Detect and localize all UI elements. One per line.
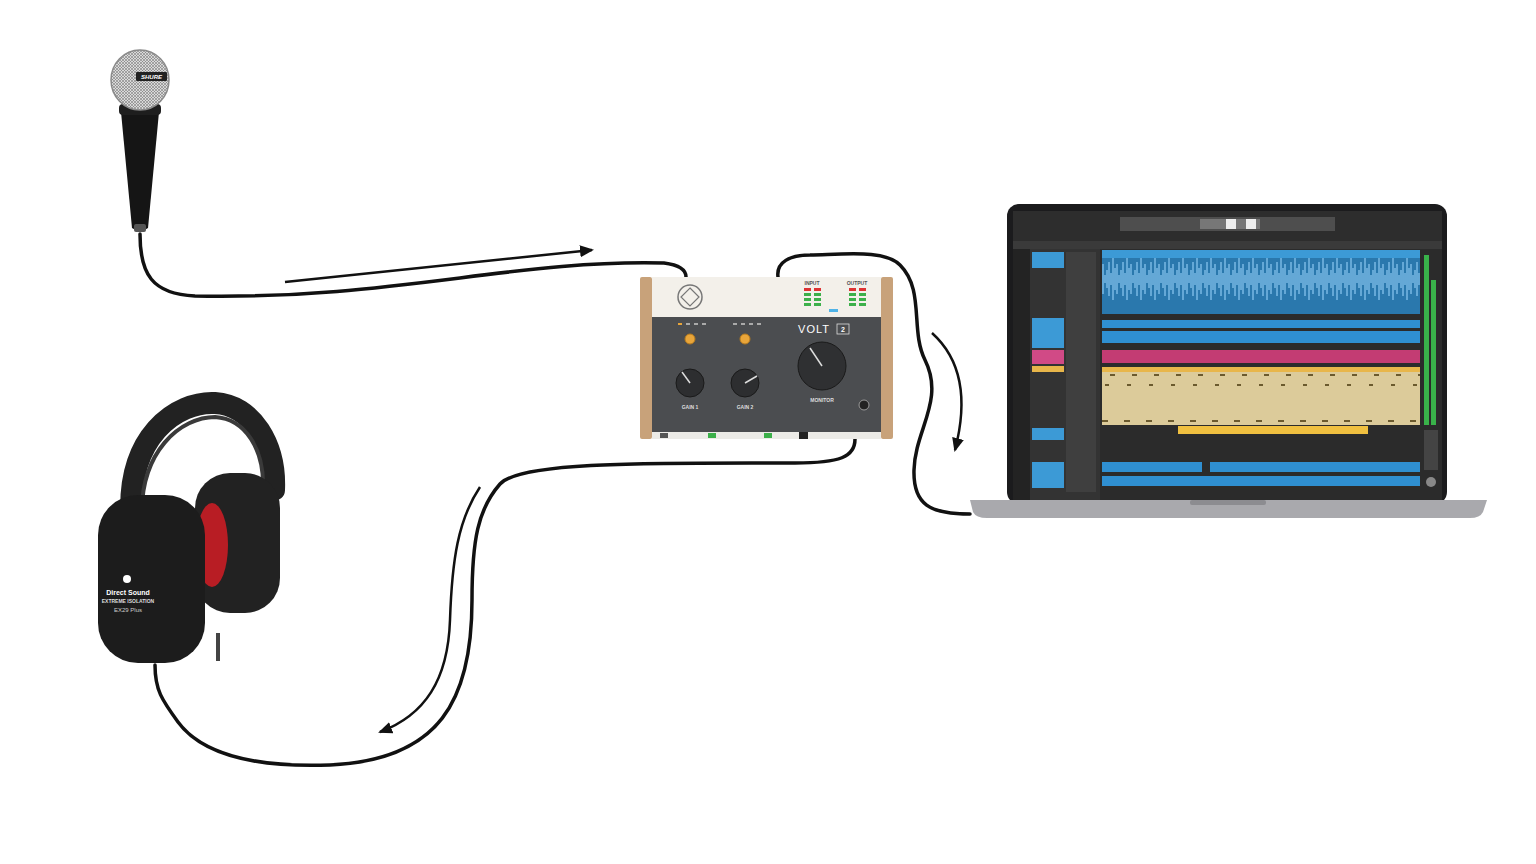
- model-name: VOLT: [798, 324, 830, 335]
- headphones: Direct SoundEXTREME ISOLATION EX29 Plus: [90, 395, 285, 665]
- brand-label: Direct Sound: [106, 589, 150, 596]
- knob-label: MONITOR: [810, 398, 834, 403]
- microphone-art: [108, 48, 172, 234]
- series-label: EXTREME ISOLATION: [102, 599, 154, 604]
- model-label: EX29 Plus: [114, 607, 142, 613]
- cable: [155, 439, 855, 765]
- cable-connector: [140, 234, 686, 296]
- panel-label: OUTPUT: [847, 281, 868, 286]
- signal-arrow: [285, 250, 592, 282]
- headphones-art: [90, 395, 285, 665]
- cable: [140, 234, 686, 296]
- panel-label: INPUT: [805, 281, 820, 286]
- knob-label: GAIN 1: [682, 405, 699, 410]
- brand-label: SHURE: [141, 74, 162, 80]
- knob-label: GAIN 2: [737, 405, 754, 410]
- laptop: [970, 204, 1487, 518]
- signal-arrow: [380, 487, 480, 732]
- audio-interface: INPUT OUTPUT VOLT 2GAIN 1 GAIN 2 MONITOR: [640, 277, 893, 439]
- microphone: SHURE: [108, 48, 172, 234]
- cable-connector: [155, 439, 855, 765]
- model-number: 2: [841, 326, 845, 333]
- audio-interface-art: [640, 277, 893, 439]
